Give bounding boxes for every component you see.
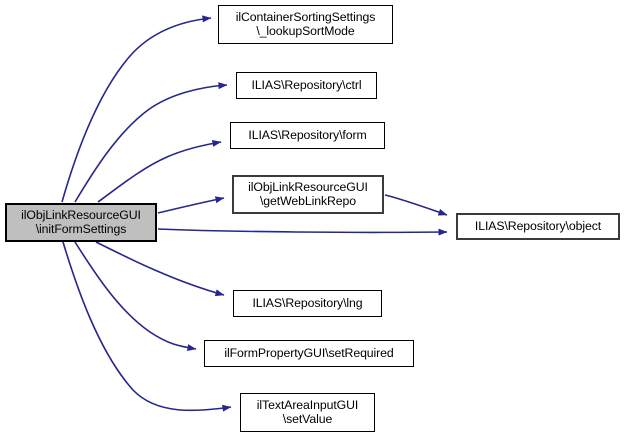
edge-root-to-setRequired <box>74 241 197 352</box>
node-iltextareainputgui-setvalue[interactable]: ilTextAreaInputGUI \setValue <box>240 393 375 432</box>
edge-root-to-object <box>157 228 448 236</box>
node-ilobjlinkresourcegui-getweblinkrepo[interactable]: ilObjLinkResourceGUI \getWebLinkRepo <box>232 175 384 214</box>
node-ilias-repository-form[interactable]: ILIAS\Repository\form <box>230 122 385 149</box>
node-root[interactable]: ilObjLinkResourceGUI \initFormSettings <box>5 203 157 242</box>
edge-getWebLinkRepo-to-object <box>384 194 448 216</box>
edge-root-to-form <box>97 139 222 203</box>
edge-root-to-lng <box>95 241 225 297</box>
node-ilias-repository-ctrl[interactable]: ILIAS\Repository\ctrl <box>236 72 377 99</box>
edge-root-to-ctrl <box>74 82 228 203</box>
edge-root-to-getWebLinkRepo <box>157 196 225 214</box>
node-ilformpropertygui-setrequired[interactable]: ilFormPropertyGUI\setRequired <box>204 340 414 367</box>
node-ilias-repository-lng[interactable]: ILIAS\Repository\lng <box>233 290 382 317</box>
edge-root-to-setValue <box>62 241 232 412</box>
node-ilias-repository-object[interactable]: ILIAS\Repository\object <box>456 213 620 240</box>
edge-root-to-lookupSortMode <box>61 15 212 203</box>
node-ilcontainersortingsettings-lookupsortmode[interactable]: ilContainerSortingSettings \_lookupSortM… <box>218 5 393 44</box>
